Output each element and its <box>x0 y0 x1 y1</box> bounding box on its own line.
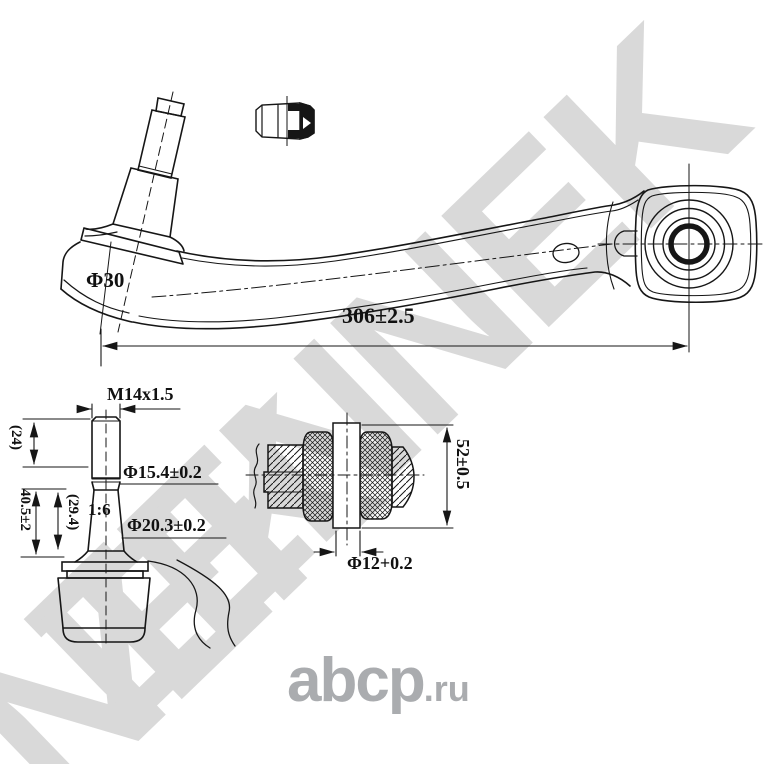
label-taper-ratio: 1:6 <box>88 500 111 519</box>
label-stud-dia-lower: Φ20.3±0.2 <box>127 515 206 535</box>
rubber-left <box>302 431 334 522</box>
abcp-logo-suffix: .ru <box>423 668 470 709</box>
break-curve <box>147 560 211 649</box>
dim-phi30-leader <box>99 241 112 335</box>
stud-centerline <box>117 91 174 333</box>
label-arm-length: 306±2.5 <box>342 303 415 328</box>
label-stud-len: 40.5±2 <box>17 489 33 531</box>
label-thread-len: (24) <box>8 425 24 450</box>
stud-dimensions <box>20 403 227 558</box>
ball-housing <box>60 223 185 323</box>
label-ball-housing-dia: Φ30 <box>86 268 125 292</box>
bushing-section-view <box>245 412 454 557</box>
label-bushing-width: 52±0.5 <box>453 439 473 490</box>
label-bushing-bore: Φ12+0.2 <box>347 553 413 573</box>
label-stud-dia-upper: Φ15.4±0.2 <box>123 462 202 482</box>
break-curve <box>176 559 236 647</box>
arm-hole <box>552 242 580 264</box>
bushing-eye <box>597 163 763 353</box>
ball-stud <box>111 91 186 333</box>
arm-body <box>132 190 645 330</box>
break-squiggle <box>253 443 260 509</box>
ball-stud-detail-view <box>20 403 236 649</box>
dim-arm-length <box>99 241 688 367</box>
clevis-notch <box>613 230 638 257</box>
lock-nut-view <box>255 96 315 146</box>
label-taper-len: (29.4) <box>65 494 81 531</box>
break-arc <box>605 201 615 290</box>
nut-nylon-notch <box>303 117 311 129</box>
label-thread: M14x1.5 <box>107 384 174 404</box>
arm-centerline <box>151 243 613 298</box>
abcp-logo: abcp.ru <box>287 645 470 716</box>
bushing-dimensions <box>313 424 454 557</box>
control-arm-side-view <box>60 91 763 367</box>
abcp-logo-main: abcp <box>287 646 426 715</box>
